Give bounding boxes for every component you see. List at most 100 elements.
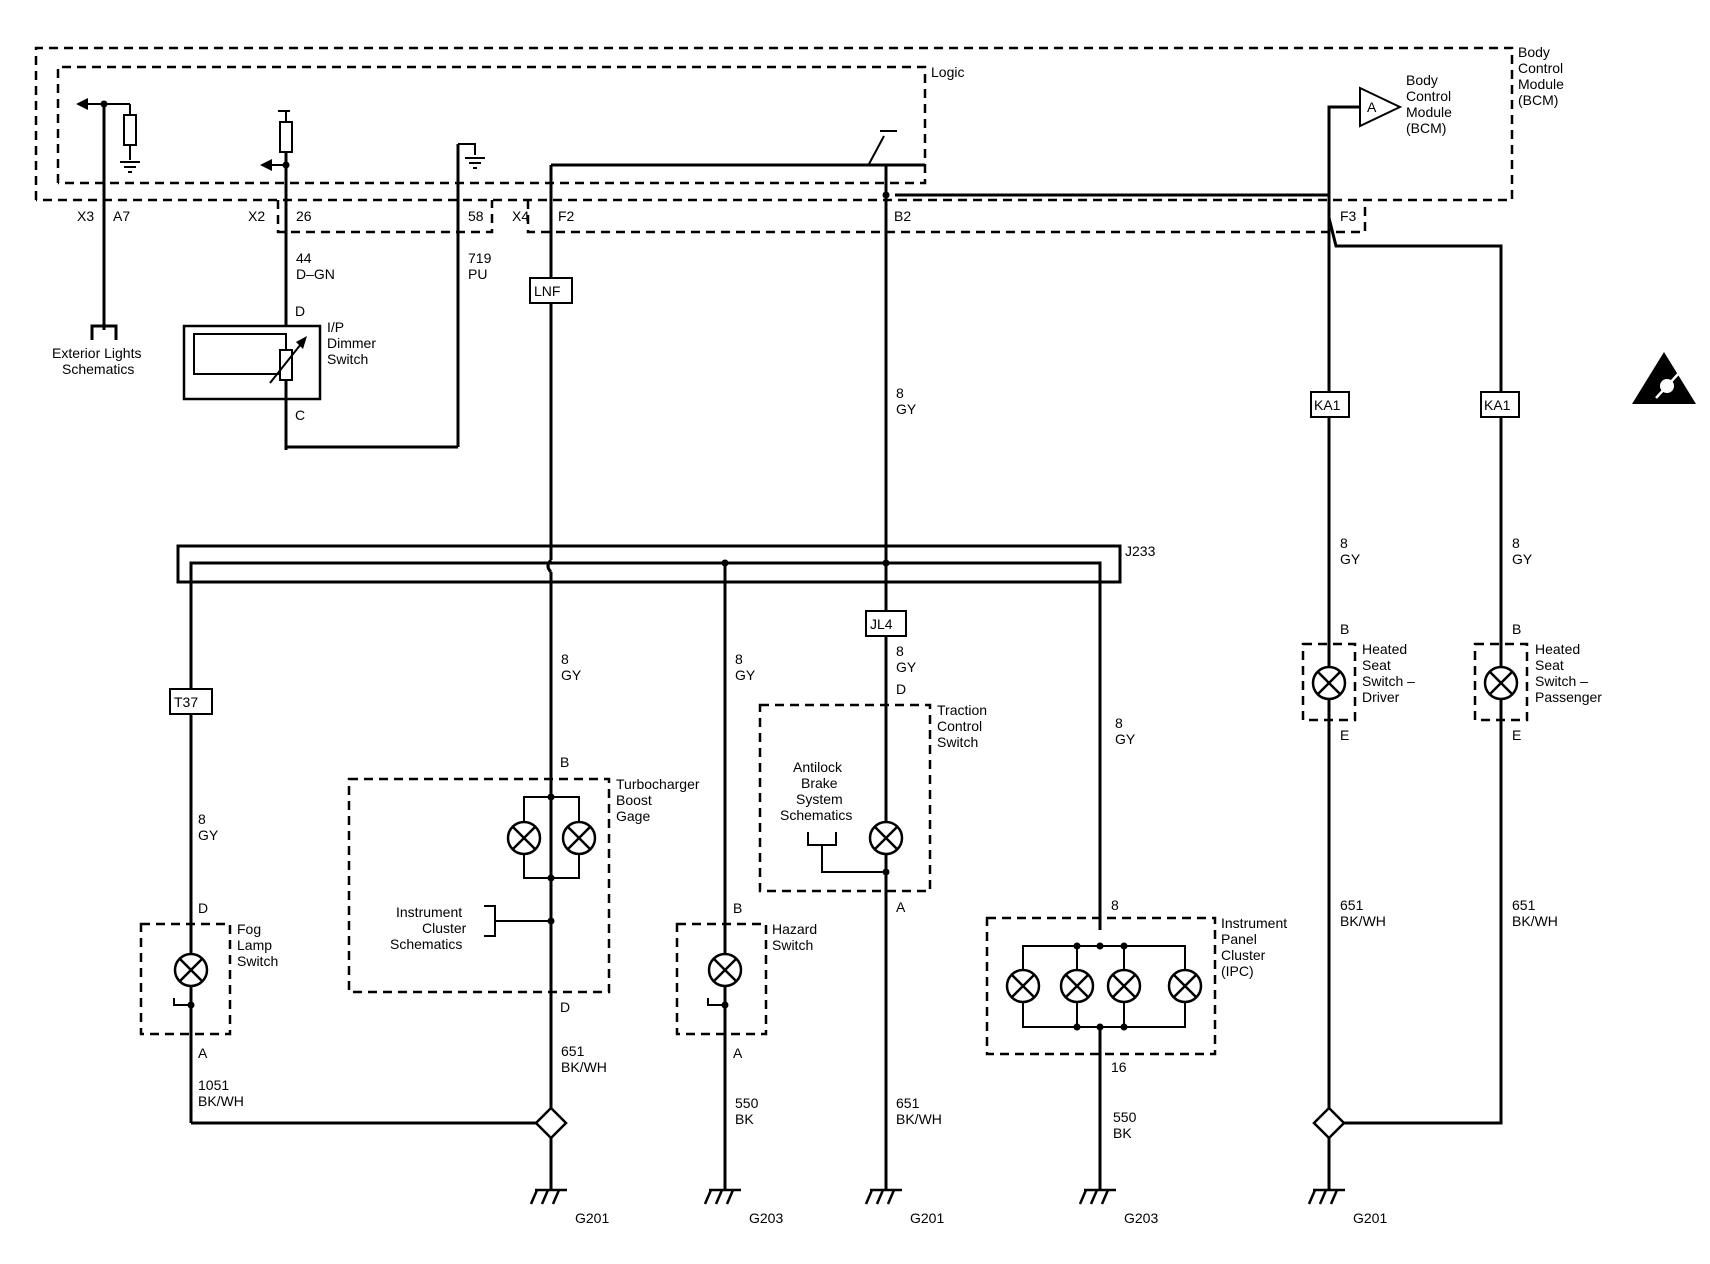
ground-g201-a: G201 [575,1210,609,1226]
tag-j233: J233 [1125,543,1156,559]
turbo-label-1: Turbocharger [616,776,700,792]
wire-hazard-bk-color: BK [735,1111,754,1127]
wire-turbo-bk-num: 651 [561,1043,585,1059]
seat-driver-label-1: Heated [1362,641,1407,657]
ic-schematics-1: Instrument [396,904,462,920]
wire-719-color: PU [468,266,487,282]
lamp-icon [1483,665,1519,701]
bcm-title-line4: (BCM) [1518,92,1558,108]
ground-icon [529,1188,569,1206]
turbo-label-3: Gage [616,808,650,824]
abs-label-3: System [796,791,843,807]
wire-turbo-bk-color: BK/WH [561,1059,607,1075]
tag-ka1-passenger: KA1 [1484,397,1511,413]
pin-58: 58 [468,208,484,224]
ipc-label-2: Panel [1221,931,1257,947]
splice-icon [534,1106,568,1140]
seat-driver-label-2: Seat [1362,657,1391,673]
wire-hazard-num: 8 [735,651,743,667]
pin-b2: B2 [894,208,911,224]
instrument-panel-cluster: 8 GY 8 Instrument Panel Cluster (IPC) 16… [985,715,1287,1190]
dimmer-pin-d: D [295,303,305,319]
tag-t37: T37 [174,694,198,710]
lamp-icon [506,820,542,856]
heated-seat-switch-driver: B Heated Seat Switch – Driver E 651 BK/W… [1301,621,1415,929]
wire-ipc-bk-num: 550 [1113,1109,1137,1125]
wire-pass-bk-num: 651 [1512,897,1536,913]
grounds: G201 G203 G201 G203 G201 [529,1188,1387,1226]
wire-turbo-num: 8 [561,651,569,667]
bcm-title-line3: Module [1518,76,1564,92]
body-control-module: Body Control Module (BCM) Logic Body Con… [34,44,1564,202]
lamp-icon [561,820,597,856]
connector-labels: X3 A7 X2 26 58 X4 F2 B2 F3 [77,208,1357,224]
harness-tags: LNF KA1 KA1 [529,277,1520,418]
wire-pass-bk-color: BK/WH [1512,913,1558,929]
lamp-icon [1106,968,1142,1004]
seat-pass-label-4: Passenger [1535,689,1602,705]
wire-labels-top: 44 D–GN 719 PU Exterior Lights Schematic… [52,250,492,377]
hazard-label-2: Switch [772,937,813,953]
amp-letter: A [1367,99,1377,115]
hazard-pin-a: A [733,1045,743,1061]
fog-label-2: Lamp [237,937,272,953]
wire-labels-mid: 8 GY 8 GY 8 GY [896,385,1533,567]
abs-label-1: Antilock [793,759,843,775]
wire-driver-num: 8 [1340,535,1348,551]
wire-b2-color: GY [896,401,917,417]
ic-schematics-2: Cluster [422,920,467,936]
ipc-label-1: Instrument [1221,915,1287,931]
traction-pin-d: D [896,681,906,697]
pin-f2: F2 [558,208,575,224]
fog-pin-d: D [198,900,208,916]
pin-26: 26 [296,208,312,224]
bcm-inner-title-line1: Body [1406,72,1438,88]
dimmer-pin-c: C [295,407,305,423]
seat-driver-pin-e: E [1340,727,1349,743]
wire-b2-num: 8 [896,385,904,401]
abs-label-4: Schematics [780,807,852,823]
arrow-icon [76,98,88,110]
wire-fog-color: GY [198,827,219,843]
bcm-inner-title-line4: (BCM) [1406,120,1446,136]
traction-control-switch: JL4 8 GY D Antilock Brake System Schemat… [758,610,987,1127]
connector-strips [276,200,1367,234]
ipc-pin-16: 16 [1111,1059,1127,1075]
logic-label: Logic [931,64,964,80]
bcm-title-line2: Control [1518,60,1563,76]
bcm-inner-title-line3: Module [1406,104,1452,120]
ground-g203-b: G203 [1124,1210,1158,1226]
connector-x2: X2 [248,208,265,224]
wire-pass-num: 8 [1512,535,1520,551]
ipc-label-3: Cluster [1221,947,1266,963]
amplifier-icon [1359,86,1403,128]
ground-icon [864,1188,904,1206]
fog-pin-a: A [198,1045,208,1061]
lamp-icon [1059,968,1095,1004]
ground-g203-a: G203 [749,1210,783,1226]
fog-lamp-switch: T37 8 GY D Fog Lamp Switch A 1051 BK/WH [139,688,537,1125]
seat-pass-pin-b: B [1512,621,1521,637]
ground-icon [703,1188,743,1206]
wire-driver-bk-num: 651 [1340,897,1364,913]
tag-jl4: JL4 [870,616,893,632]
ipc-label-4: (IPC) [1221,963,1254,979]
exterior-lights-label-2: Schematics [62,361,134,377]
seat-driver-label-3: Switch – [1362,673,1415,689]
wire-turbo-color: GY [561,667,582,683]
wire-44-num: 44 [296,250,312,266]
lamp-icon [1167,968,1203,1004]
arrow-icon [260,159,272,171]
fog-label-3: Switch [237,953,278,969]
wire-pass-color: GY [1512,551,1533,567]
traction-pin-a: A [896,899,906,915]
heated-seat-switch-passenger: B Heated Seat Switch – Passenger E 651 B… [1473,621,1602,929]
hazard-label-1: Hazard [772,921,817,937]
seat-pass-label-1: Heated [1535,641,1580,657]
bcm-title-line1: Body [1518,44,1550,60]
wire-traction-color: GY [896,659,917,675]
ip-dimmer-switch: D C I/P Dimmer Switch [182,303,458,449]
esd-warning-icon [1632,352,1696,404]
seat-pass-pin-e: E [1512,727,1521,743]
lamp-icon [173,952,209,988]
